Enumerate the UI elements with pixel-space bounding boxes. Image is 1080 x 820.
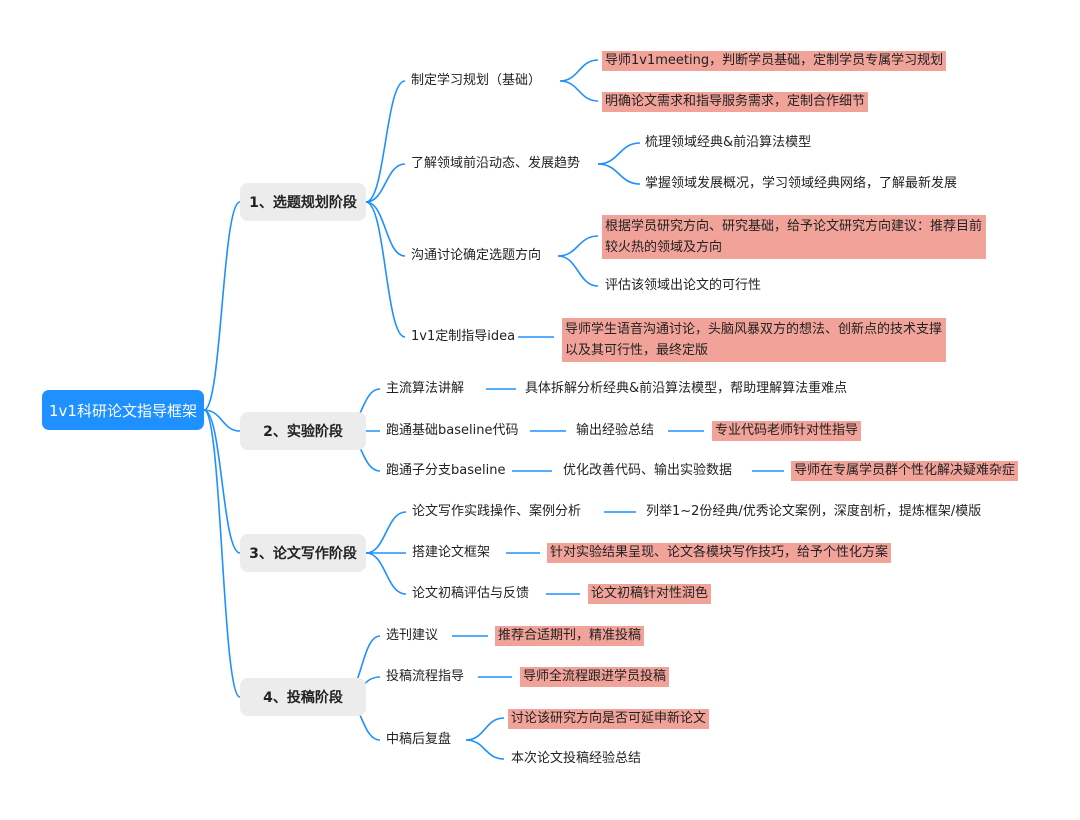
detail-leaf: 掌握领域发展概况，学习领域经典网络，了解最新发展 xyxy=(645,176,958,191)
stage-node-writing: 3、论文写作阶段 xyxy=(240,534,366,572)
connector-branch-detail xyxy=(465,739,505,760)
branch-journal-advice: 选刊建议 xyxy=(386,628,439,643)
detail-leaf: 推荐合适期刊，精准投稿 xyxy=(495,626,645,646)
branch-draft-review: 论文初稿评估与反馈 xyxy=(412,586,530,601)
detail-leaf: 明确论文需求和指导服务需求，定制合作细节 xyxy=(602,92,869,112)
connector-branch-detail xyxy=(465,717,505,741)
detail-leaf: 根据学员研究方向、研究基础，给予论文研究方向建议：推荐目前较火热的领域及方向 xyxy=(602,215,986,259)
connector-branch-detail xyxy=(597,142,641,165)
stage-node-submission: 4、投稿阶段 xyxy=(240,678,366,716)
connector-stage-branch xyxy=(365,201,406,257)
detail-leaf: 导师学生语音沟通讨论，头脑风暴双方的想法、创新点的技术支撑以及其可行性，最终定版 xyxy=(562,318,946,362)
connector-stage-branch xyxy=(365,163,406,203)
connector-branch-detail xyxy=(559,80,599,102)
connector-root-stage xyxy=(203,409,241,432)
connector-root-stage xyxy=(203,201,241,411)
branch-field-trends: 了解领域前沿动态、发展趋势 xyxy=(411,156,581,171)
detail-leaf: 梳理领域经典&前沿算法模型 xyxy=(645,135,812,150)
detail-leaf: 具体拆解分析经典&前沿算法模型，帮助理解算法重难点 xyxy=(525,381,848,396)
branch-post-acceptance: 中稿后复盘 xyxy=(386,732,452,747)
detail-leaf: 专业代码老师针对性指导 xyxy=(712,421,862,441)
connector-branch-detail xyxy=(559,59,599,82)
branch-submission-guide: 投稿流程指导 xyxy=(386,669,465,684)
detail-leaf: 导师1v1meeting，判断学员基础，定制学员专属学习规划 xyxy=(602,51,947,71)
branch-study-plan: 制定学习规划（基础） xyxy=(411,73,542,88)
detail-leaf: 优化改善代码、输出实验数据 xyxy=(563,463,733,478)
connector-root-stage xyxy=(203,409,241,698)
stage-node-selection: 1、选题规划阶段 xyxy=(240,183,366,221)
root-node: 1v1科研论文指导框架 xyxy=(42,390,204,430)
connector-branch-detail xyxy=(597,163,641,185)
branch-idea: 1v1定制指导idea xyxy=(411,329,516,344)
detail-leaf: 输出经验总结 xyxy=(576,423,655,438)
detail-leaf: 论文初稿针对性润色 xyxy=(588,584,712,604)
branch-framework: 搭建论文框架 xyxy=(412,545,491,560)
detail-leaf: 列举1~2份经典/优秀论文案例，深度剖析，提炼框架/模版 xyxy=(646,504,982,519)
detail-leaf: 导师在专属学员群个性化解决疑难杂症 xyxy=(791,461,1019,481)
connector-root-stage xyxy=(203,409,241,554)
detail-leaf: 讨论该研究方向是否可延申新论文 xyxy=(508,709,710,729)
branch-algorithm: 主流算法讲解 xyxy=(386,381,465,396)
stage-node-experiment: 2、实验阶段 xyxy=(240,412,366,450)
connector-stage-branch xyxy=(365,511,407,554)
branch-topic-direction: 沟通讨论确定选题方向 xyxy=(411,248,542,263)
connector-branch-detail xyxy=(557,235,599,257)
detail-leaf: 本次论文投稿经验总结 xyxy=(511,751,642,766)
detail-leaf: 针对实验结果呈现、论文各模块写作技巧，给予个性化方案 xyxy=(547,543,892,563)
detail-leaf: 评估该领域出论文的可行性 xyxy=(605,278,762,293)
connector-stage-branch xyxy=(365,552,407,595)
connector-stage-branch xyxy=(365,80,406,203)
branch-baseline: 跑通基础baseline代码 xyxy=(386,423,519,438)
connector-stage-branch xyxy=(365,201,406,338)
branch-sub-baseline: 跑通子分支baseline xyxy=(386,463,506,478)
detail-leaf: 导师全流程跟进学员投稿 xyxy=(520,667,670,687)
branch-writing-practice: 论文写作实践操作、案例分析 xyxy=(412,504,582,519)
connector-branch-detail xyxy=(557,255,599,287)
